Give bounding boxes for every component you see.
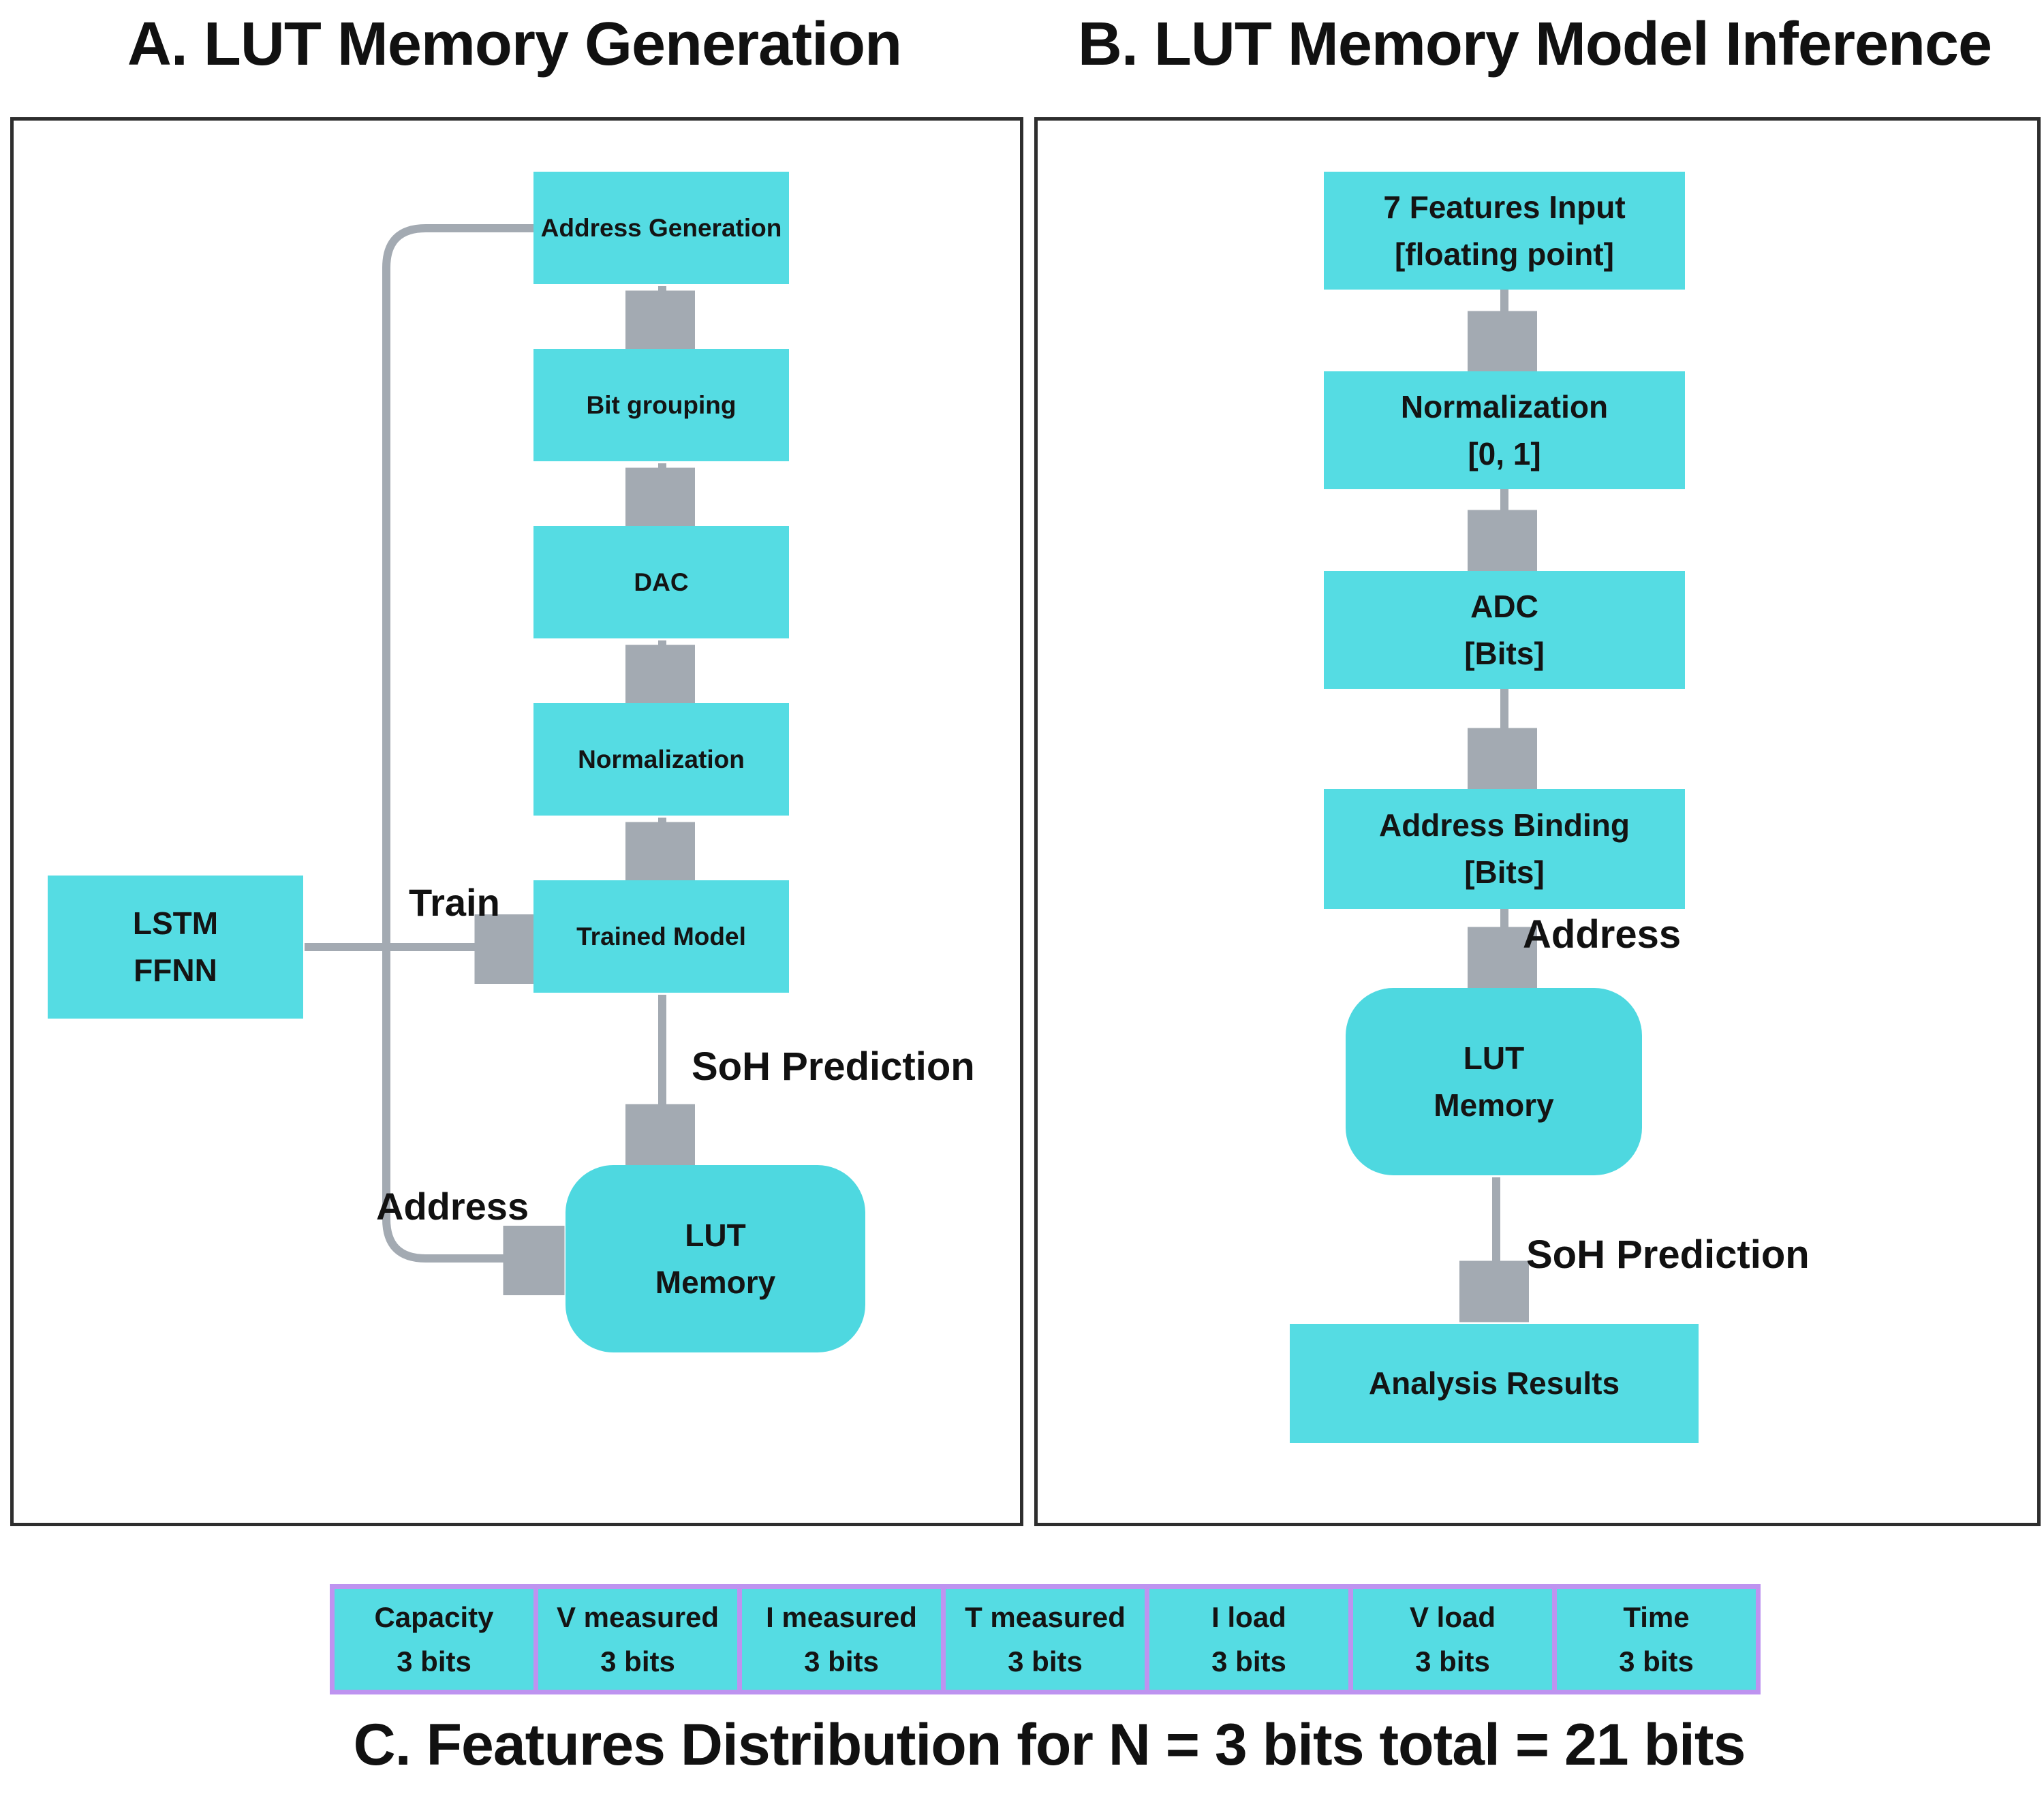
panel-c-caption: C. Features Distribution for N = 3 bits … [353,1712,1746,1778]
box-bit-grouping: Bit grouping [533,349,789,461]
box-analysis-results: Analysis Results [1290,1324,1699,1443]
box-dac: DAC [533,526,789,638]
arrow-address-generation-to-lut-memory-address [382,224,551,1258]
panel-a-title: A. LUT Memory Generation [127,10,902,78]
feature-name: V load [1409,1600,1496,1633]
box-lstm-ffnn: LSTM FFNN [48,876,303,1019]
feature-bits: 3 bits [804,1645,879,1677]
edge-label-soh-prediction-a: SoH Prediction [692,1044,975,1089]
feature-name: T measured [965,1600,1126,1633]
box-adc: ADC [Bits] [1324,571,1685,689]
box-address-generation: Address Generation [533,172,789,284]
feature-bits: 3 bits [397,1645,471,1677]
features-distribution-table: Capacity 3 bits V measured 3 bits I meas… [330,1584,1761,1694]
feature-bits: 3 bits [1415,1645,1490,1677]
box-normalization-b: Normalization [0, 1] [1324,371,1685,489]
feature-cell-capacity: Capacity 3 bits [335,1589,533,1690]
box-trained-model: Trained Model [533,880,789,993]
box-features-input: 7 Features Input [floating point] [1324,172,1685,290]
feature-cell-time: Time 3 bits [1557,1589,1756,1690]
edge-label-address-a: Address [376,1185,529,1228]
edge-label-soh-prediction-b: SoH Prediction [1526,1233,1810,1277]
feature-cell-i-load: I load 3 bits [1149,1589,1348,1690]
feature-name: V measured [556,1600,719,1633]
feature-bits: 3 bits [1211,1645,1286,1677]
panel-b-frame [1034,117,2041,1526]
feature-cell-v-load: V load 3 bits [1353,1589,1552,1690]
feature-cell-v-measured: V measured 3 bits [538,1589,737,1690]
feature-name: I load [1211,1600,1286,1633]
box-address-binding: Address Binding [Bits] [1324,789,1685,909]
box-lut-memory-b: LUT Memory [1346,988,1642,1175]
feature-name: I measured [766,1600,917,1633]
feature-name: Capacity [374,1600,494,1633]
feature-bits: 3 bits [1619,1645,1694,1677]
panel-b-title: B. LUT Memory Model Inference [1077,10,1992,78]
feature-bits: 3 bits [1008,1645,1083,1677]
edge-label-train: Train [409,881,500,924]
feature-cell-i-measured: I measured 3 bits [742,1589,941,1690]
feature-name: Time [1623,1600,1690,1633]
panel-a-frame [10,117,1023,1526]
feature-cell-t-measured: T measured 3 bits [946,1589,1145,1690]
box-normalization-a: Normalization [533,703,789,816]
feature-bits: 3 bits [600,1645,675,1677]
box-lut-memory-a: LUT Memory [566,1165,865,1352]
edge-label-address-b: Address [1523,912,1682,957]
